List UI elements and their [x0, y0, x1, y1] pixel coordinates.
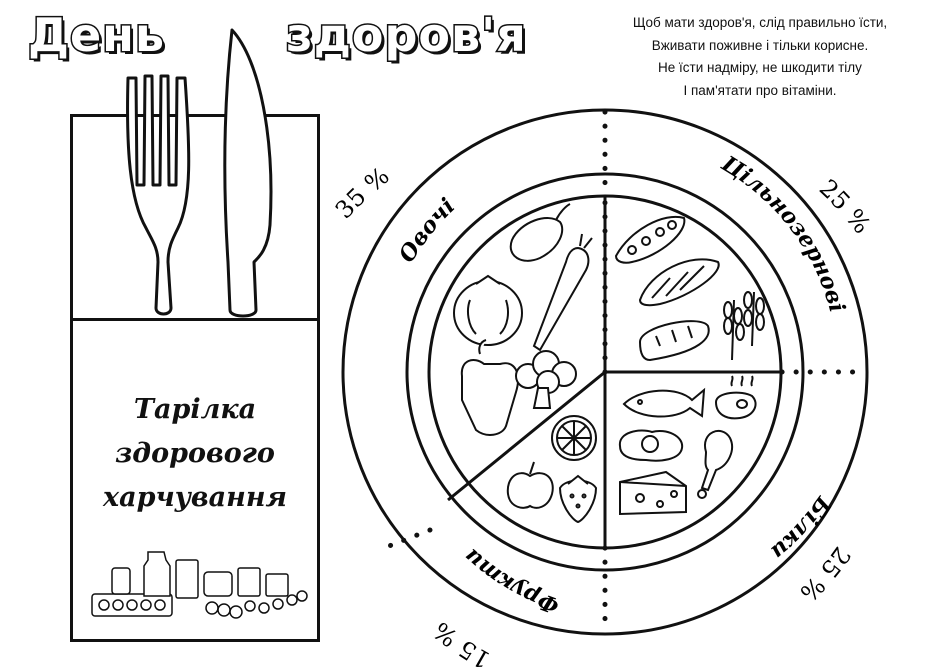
napkin-fold [70, 318, 320, 321]
napkin-title-line: харчування [102, 482, 287, 513]
poem: Щоб мати здоров'я, слід правильно їсти, … [590, 12, 930, 102]
poem-line: І пам'ятати про вітаміни. [683, 82, 837, 98]
bottle-icon [143, 551, 171, 597]
napkin-title: Тарілка здорового харчування [70, 388, 320, 520]
percent-fruits: 15 % [428, 616, 495, 667]
corn-icon [638, 258, 720, 307]
knife-icon [223, 28, 273, 318]
basket-icon [203, 571, 233, 597]
cheese-icon [619, 470, 687, 516]
orange-slice-icon [551, 415, 597, 461]
page-title-right: здоров'я [285, 7, 528, 64]
carton-icon [175, 559, 199, 599]
fork-icon [126, 74, 191, 316]
poem-line: Вживати поживне і тільки корисне. [651, 37, 869, 53]
wheat-icon [723, 291, 765, 361]
bread-icon [638, 320, 710, 362]
box-icon [237, 567, 261, 597]
broccoli-icon [515, 350, 577, 409]
can-icon [265, 573, 289, 597]
dotted-dividers [381, 109, 869, 635]
egg-icon [618, 429, 684, 462]
tomato-icon [453, 274, 523, 346]
percent-vegetables: 35 % [330, 162, 395, 225]
steak-icon [714, 375, 757, 420]
napkin-pocket [70, 114, 320, 642]
napkin-title-line: Тарілка [133, 394, 257, 425]
carrot-icon [532, 233, 593, 352]
napkin-title-line: здорового [115, 438, 275, 469]
percent-proteins: 25 % [794, 542, 856, 607]
peas-icon [614, 215, 686, 264]
eggplant-icon [509, 203, 571, 262]
apple-icon [506, 461, 554, 509]
poem-line: Щоб мати здоров'я, слід правильно їсти, [632, 15, 888, 30]
page-title-left: День [26, 7, 166, 64]
chicken-leg-icon [697, 430, 734, 499]
poem-line: Не їсти надміру, не шкодити тілу [658, 60, 862, 75]
strawberry-icon [558, 474, 598, 524]
jar-icon [111, 567, 131, 595]
fish-icon [622, 387, 706, 418]
